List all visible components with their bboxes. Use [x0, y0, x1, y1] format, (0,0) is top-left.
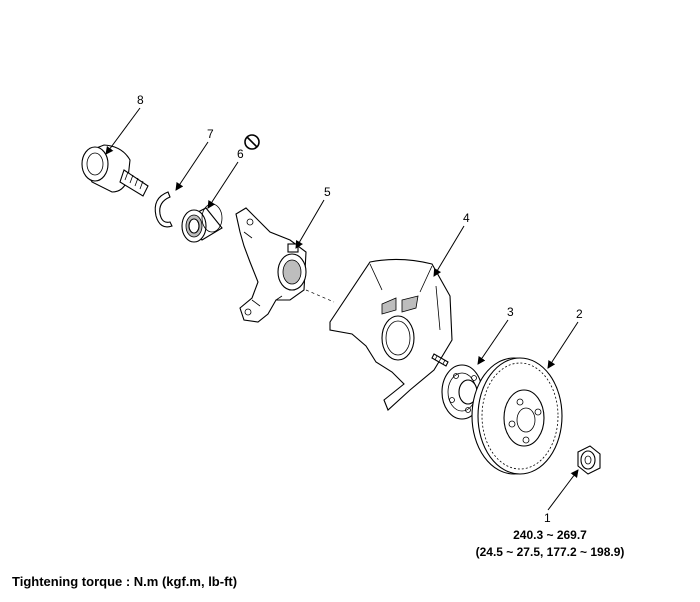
steering-knuckle: [235, 207, 307, 323]
callout-7: 7: [207, 127, 214, 141]
brake-disc: [471, 357, 563, 475]
torque-value-nm: 240.3 ~ 269.7: [513, 528, 587, 542]
wheel-stud: [431, 353, 449, 367]
leader-1: [547, 469, 579, 511]
callout-6: 6: [237, 147, 244, 161]
leader-7: [175, 141, 209, 191]
hub-nut: [577, 445, 601, 475]
leader-2: [547, 321, 579, 369]
wheel-hub: [441, 364, 483, 420]
drive-shaft-cv-joint: [81, 144, 149, 197]
tightening-torque-caption: Tightening torque : N.m (kgf.m, lb-ft): [12, 574, 238, 589]
callout-1: 1: [544, 511, 551, 525]
callout-5: 5: [324, 185, 331, 199]
leader-3: [477, 319, 509, 365]
leader-5: [295, 199, 325, 249]
prohibited-icon: [244, 134, 260, 150]
callout-3: 3: [507, 305, 514, 319]
snap-ring: [154, 191, 173, 228]
callout-8: 8: [137, 93, 144, 107]
leader-8: [105, 107, 141, 155]
wheel-bearing: [181, 203, 223, 243]
callout-4: 4: [463, 211, 470, 225]
dust-cover: [329, 258, 453, 411]
callout-2: 2: [576, 307, 583, 321]
leader-4: [433, 225, 465, 277]
leader-6: [207, 161, 239, 209]
torque-value-alt-units: (24.5 ~ 27.5, 177.2 ~ 198.9): [475, 545, 625, 559]
